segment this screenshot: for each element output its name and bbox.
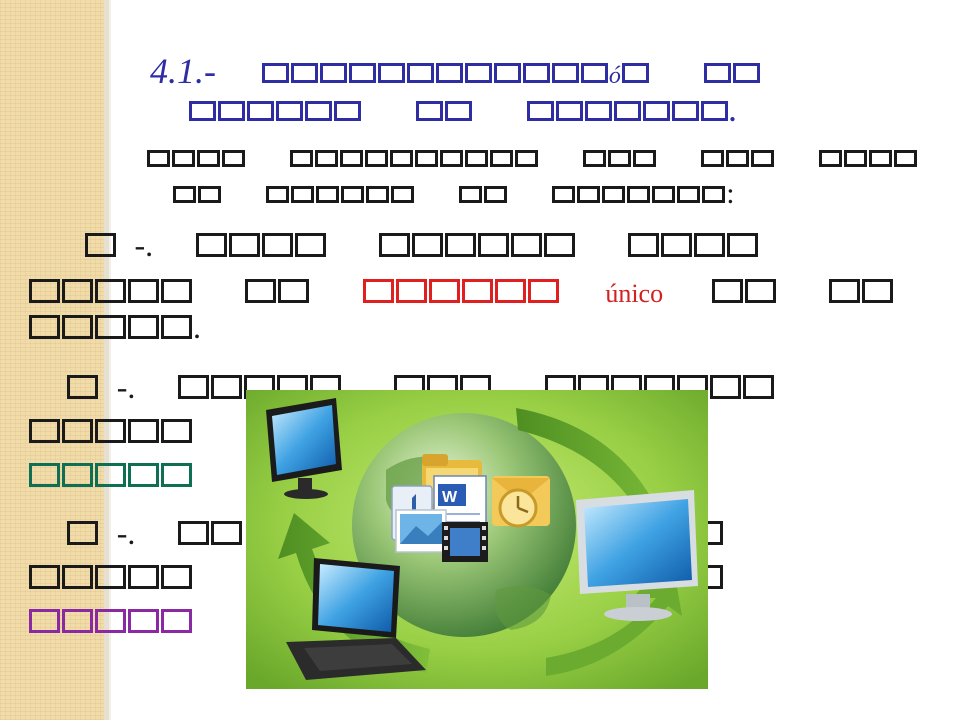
sub-obscured-word bbox=[582, 140, 657, 175]
item-obscured-word bbox=[244, 266, 310, 312]
slide-heading-line-2: . bbox=[188, 88, 738, 130]
item-obscured-word bbox=[711, 266, 777, 312]
item-obscured-word bbox=[177, 508, 243, 554]
cloud-sync-illustration: W bbox=[246, 390, 708, 689]
item-obscured-word bbox=[378, 220, 576, 266]
item-obscured-word bbox=[28, 406, 193, 452]
item-highlighted-word bbox=[362, 266, 560, 312]
heading-accent-glyph: ó bbox=[608, 63, 621, 89]
slide-heading-line-1: 4.1.- ó bbox=[150, 50, 761, 92]
sub-obscured-word bbox=[146, 140, 246, 175]
item-highlighted-word bbox=[28, 596, 193, 642]
item-obscured-word bbox=[28, 266, 193, 312]
heading-obscured-word bbox=[415, 89, 473, 130]
desktop-monitor-icon bbox=[576, 490, 698, 621]
video-icon bbox=[442, 522, 488, 562]
side-divider bbox=[104, 0, 109, 720]
subheading-line-2: : bbox=[172, 176, 735, 211]
monitor-icon bbox=[266, 398, 342, 499]
sub-obscured-word bbox=[265, 176, 415, 211]
heading-obscured-word bbox=[703, 51, 761, 92]
list-item-2-line-3 bbox=[28, 450, 193, 496]
item-highlight-unico: único bbox=[605, 279, 664, 308]
item-obscured-word bbox=[28, 302, 193, 348]
heading-obscured-word bbox=[261, 51, 609, 92]
photo-icon bbox=[395, 509, 447, 553]
item-obscured-word bbox=[28, 552, 193, 598]
item-separator: -. bbox=[134, 227, 154, 263]
item-bullet-letter bbox=[66, 508, 99, 554]
sub-obscured-word bbox=[289, 140, 539, 175]
item-obscured-word bbox=[627, 220, 759, 266]
sub-obscured-word bbox=[818, 140, 918, 175]
subheading-line-1 bbox=[146, 140, 918, 175]
list-item-1-line-3: . bbox=[28, 302, 201, 348]
list-item-1-line-1: -. bbox=[66, 220, 759, 266]
list-item-3-line-3 bbox=[28, 596, 193, 642]
mail-icon bbox=[492, 476, 550, 528]
svg-text:W: W bbox=[442, 489, 458, 506]
heading-obscured-word bbox=[526, 89, 729, 130]
sub-obscured-word bbox=[172, 176, 222, 211]
sub-obscured-word bbox=[551, 176, 726, 211]
sub-colon: : bbox=[726, 177, 735, 210]
heading-obscured-word bbox=[621, 51, 650, 92]
heading-period: . bbox=[728, 89, 738, 129]
item-separator: -. bbox=[116, 515, 136, 551]
item-period: . bbox=[193, 309, 201, 345]
item-bullet-letter bbox=[66, 362, 99, 408]
item-obscured-word bbox=[828, 266, 894, 312]
item-separator: -. bbox=[116, 369, 136, 405]
item-highlighted-word bbox=[28, 450, 193, 496]
side-divider-highlight bbox=[109, 0, 111, 720]
laptop-icon bbox=[286, 558, 426, 680]
sub-obscured-word bbox=[700, 140, 775, 175]
heading-obscured-word bbox=[188, 89, 362, 130]
heading-number: 4.1.- bbox=[150, 51, 216, 91]
decorative-side-band bbox=[0, 0, 104, 720]
list-item-1-line-2: único bbox=[28, 266, 894, 312]
sub-obscured-word bbox=[458, 176, 508, 211]
item-obscured-word bbox=[195, 220, 327, 266]
item-bullet-letter bbox=[84, 220, 117, 266]
